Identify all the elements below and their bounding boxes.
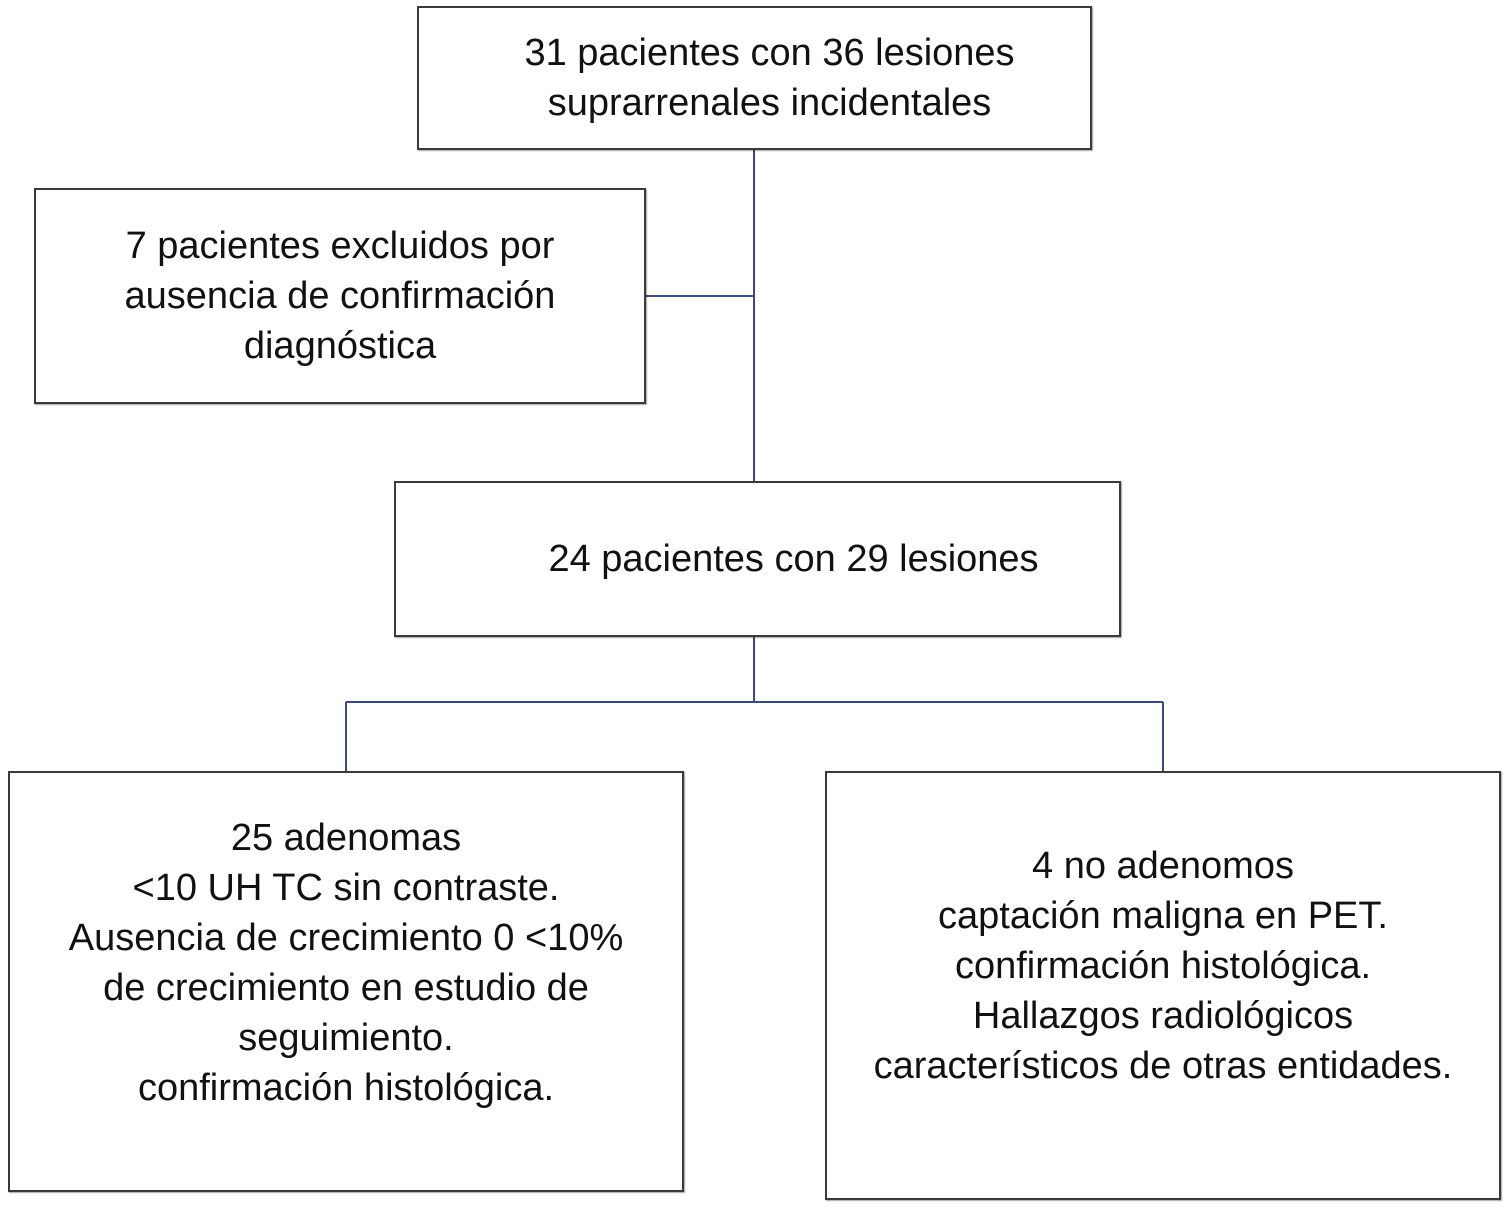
box-adenomas: 25 adenomas <10 UH TC sin contraste. Aus…	[8, 771, 684, 1192]
box-initial-patients: 31 pacientes con 36 lesiones suprarrenal…	[417, 6, 1092, 150]
box-excluded-patients: 7 pacientes excluidos por ausencia de co…	[34, 188, 646, 404]
box-non-adenomas-line-5: característicos de otras entidades.	[873, 1044, 1453, 1087]
box-non-adenomas: 4 no adenomos captación maligna en PET. …	[825, 771, 1501, 1200]
box-non-adenomas-line-1: 4 no adenomos	[1032, 844, 1294, 887]
box-adenomas-line-1: 25 adenomas	[230, 816, 462, 859]
box-adenomas-line-5: seguimiento.	[238, 1016, 454, 1059]
box-initial-line-2: suprarrenales incidentales	[547, 82, 992, 124]
box-adenomas-line-2: <10 UH TC sin contraste.	[132, 866, 560, 909]
box-excluded-line-1: 7 pacientes excluidos por	[125, 225, 555, 267]
box-adenomas-line-3: Ausencia de crecimiento 0 <10%	[68, 916, 624, 959]
box-included-line-1: 24 pacientes con 29 lesiones	[548, 538, 1039, 580]
box-non-adenomas-line-3: confirmación histológica.	[954, 944, 1372, 987]
box-non-adenomas-line-2: captación maligna en PET.	[938, 894, 1388, 937]
box-initial-line-1: 31 pacientes con 36 lesiones	[524, 32, 1015, 74]
box-excluded-line-2: ausencia de confirmación	[124, 275, 556, 317]
box-non-adenomas-line-4: Hallazgos radiológicos	[972, 994, 1354, 1037]
box-adenomas-line-6: confirmación histológica.	[137, 1066, 555, 1109]
box-included-patients: 24 pacientes con 29 lesiones	[394, 481, 1121, 637]
box-excluded-line-3: diagnóstica	[243, 325, 437, 367]
box-adenomas-line-4: de crecimiento en estudio de	[103, 966, 589, 1009]
